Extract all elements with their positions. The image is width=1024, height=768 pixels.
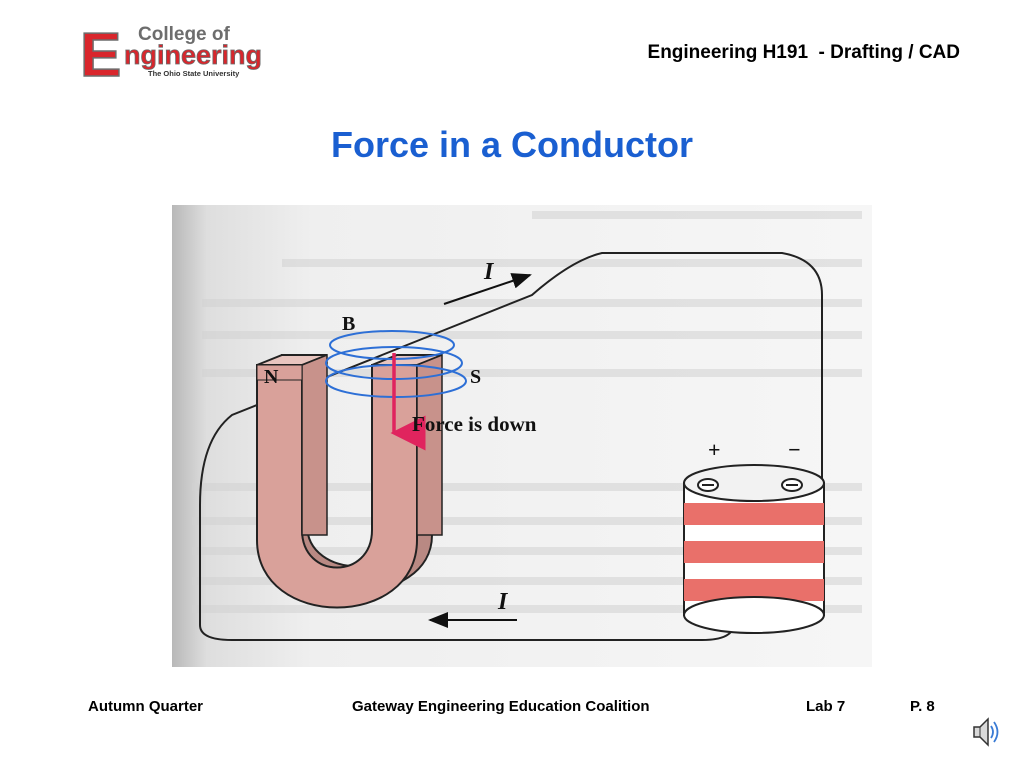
battery-minus-label: − <box>788 437 801 462</box>
speaker-icon[interactable] <box>970 714 1002 750</box>
logo-line2: ngineering <box>124 40 262 70</box>
current-arrow-top <box>443 273 532 305</box>
wire-circuit <box>199 252 823 641</box>
horseshoe-magnet <box>256 353 443 609</box>
footer-coalition: Gateway Engineering Education Coalition <box>352 698 650 715</box>
north-pole-label: N <box>264 366 279 388</box>
current-label-bottom: I <box>497 589 509 615</box>
college-logo: E College of ngineering The Ohio State U… <box>78 18 290 84</box>
field-label: B <box>342 313 355 335</box>
logo-line1: College of <box>138 24 231 45</box>
footer-quarter: Autumn Quarter <box>88 698 204 715</box>
current-label-top: I <box>483 259 495 285</box>
logo-line3: The Ohio State University <box>148 69 240 78</box>
footer-page-number: P. 8 <box>910 698 935 715</box>
footer-lab: Lab 7 <box>806 698 846 715</box>
logo-big-letter: E <box>80 21 121 84</box>
course-title: Engineering H191 - Drafting / CAD <box>647 42 960 63</box>
battery <box>683 464 825 634</box>
force-label: Force is down <box>412 412 537 436</box>
slide-title: Force in a Conductor <box>330 124 694 165</box>
conductor-force-diagram: I I N S B Force is down <box>172 205 872 667</box>
battery-plus-label: + <box>708 437 721 462</box>
south-pole-label: S <box>470 366 481 388</box>
